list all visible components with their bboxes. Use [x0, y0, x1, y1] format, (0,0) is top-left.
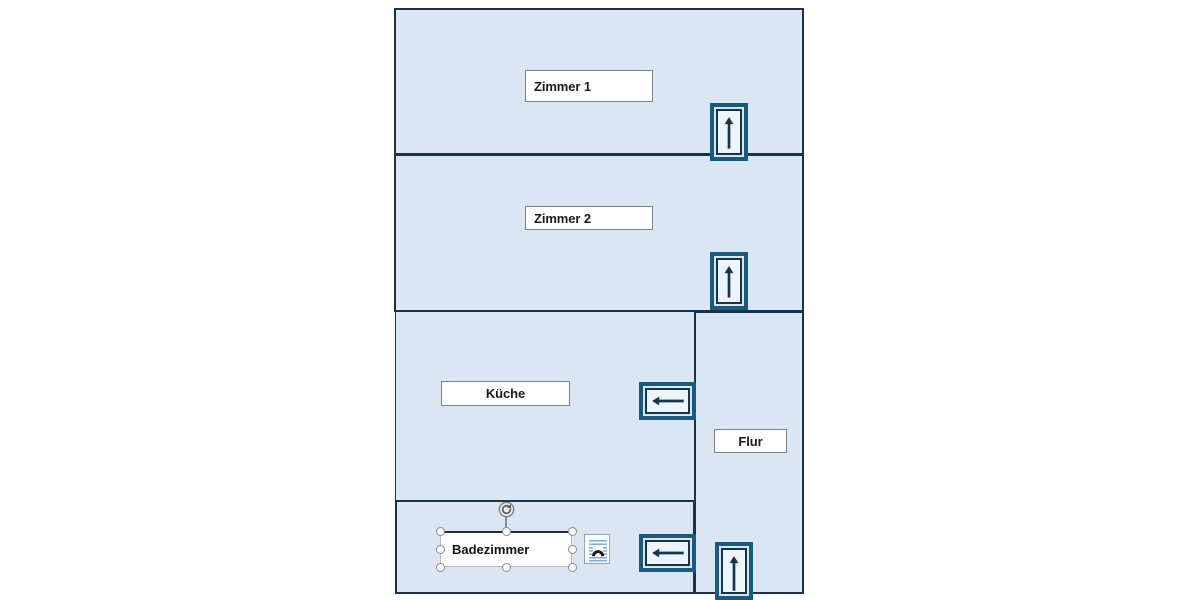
floorplan-group[interactable]: Zimmer 1 Zimmer 2 Küche Flur [394, 8, 804, 600]
door-zimmer-2[interactable] [710, 252, 748, 310]
resize-handle-w[interactable] [435, 544, 445, 554]
resize-handle-e[interactable] [567, 544, 577, 554]
layout-options-button[interactable] [584, 534, 610, 564]
door-arrow-up-icon [724, 117, 734, 149]
rotate-handle-stem [505, 510, 507, 531]
label-kueche[interactable]: Küche [441, 381, 570, 406]
door-arrow-left-icon [652, 548, 684, 558]
door-arrow-up-icon [724, 266, 734, 298]
resize-handle-s[interactable] [501, 562, 511, 572]
text-wrap-icon [587, 537, 609, 563]
resize-handle-se[interactable] [567, 562, 577, 572]
badezimmer-label-text: Badezimmer [452, 542, 530, 557]
label-zimmer-2-text: Zimmer 2 [534, 210, 592, 226]
door-badezimmer[interactable] [639, 534, 696, 572]
label-flur-text: Flur [738, 433, 763, 449]
label-zimmer-2[interactable]: Zimmer 2 [525, 206, 653, 230]
rotate-handle-icon[interactable] [498, 501, 515, 518]
door-flur[interactable] [715, 542, 753, 600]
resize-handle-sw[interactable] [435, 562, 445, 572]
door-zimmer-1[interactable] [710, 103, 748, 161]
door-kueche[interactable] [639, 382, 696, 420]
label-zimmer-1-text: Zimmer 1 [534, 78, 592, 94]
resize-handle-n[interactable] [501, 526, 511, 536]
label-zimmer-1[interactable]: Zimmer 1 [525, 70, 653, 102]
badezimmer-label-box[interactable]: Badezimmer [440, 531, 572, 567]
door-arrow-up-icon [729, 556, 739, 591]
door-arrow-left-icon [652, 396, 684, 406]
badezimmer-label-selection[interactable]: Badezimmer [435, 501, 577, 572]
label-flur[interactable]: Flur [714, 429, 787, 453]
resize-handle-ne[interactable] [567, 526, 577, 536]
resize-handle-nw[interactable] [435, 526, 445, 536]
label-kueche-text: Küche [485, 386, 526, 401]
